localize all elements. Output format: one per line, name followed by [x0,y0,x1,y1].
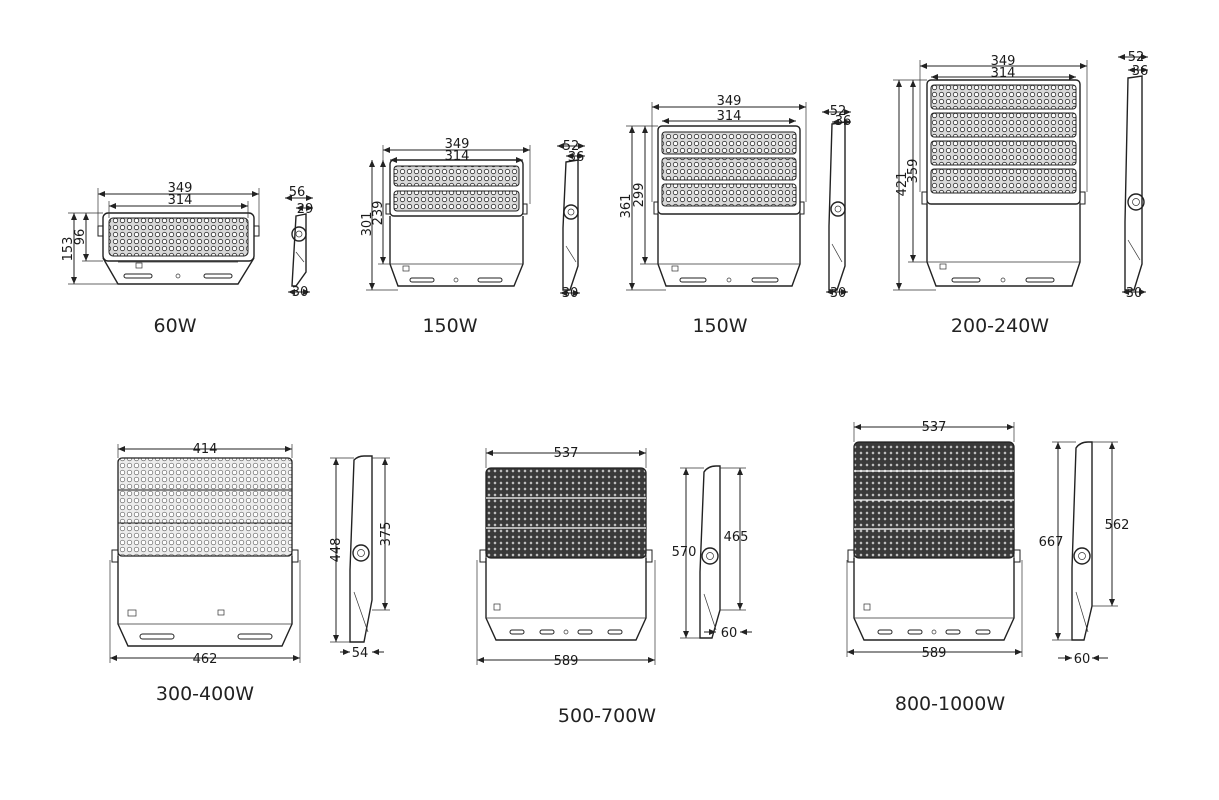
side-view-800-1000w: 667 562 60 [1039,441,1130,667]
side-view-200-240w: 52 36 30 [1118,50,1148,301]
caption-300-400w: 300-400W [156,683,254,705]
dim-200w-side-base: 30 [1126,286,1143,301]
front-view-150w: 349 314 361 299 [619,94,807,291]
dim-60w-side-depth: 29 [297,202,314,217]
caption-800-1000w: 800-1000W [895,693,1005,715]
dim-60w-inner-width: 314 [168,193,193,208]
dim-100w-outer-width: 349 [445,137,470,152]
front-view-500-700w: 537 589 [476,446,656,669]
caption-100w: 150W [422,315,477,337]
dim-200w-side-top: 52 [1128,50,1145,65]
dim-150w-inner-width: 314 [717,109,742,124]
dim-500w-panel-width: 537 [554,446,579,461]
dim-200w-outer-width: 349 [991,54,1016,69]
side-view-500-700w: 570 465 60 [672,465,752,641]
dim-800w-side-panel-height: 562 [1105,518,1130,533]
dim-100w-total-height: 301 [360,212,375,237]
dim-60w-outer-width: 349 [168,181,193,196]
dim-300w-bracket-width: 462 [193,652,218,667]
dim-500w-side-panel-height: 465 [724,530,749,545]
model-60w: 349 314 153 96 56 29 30 60W [61,181,313,337]
dim-500w-side-base: 60 [721,626,738,641]
model-800-1000w: 537 589 667 562 60 800-1000W [846,420,1130,715]
caption-150w: 150W [692,315,747,337]
dim-60w-panel-height: 96 [73,229,88,246]
model-300-400w: 414 462 448 375 54 300-400W [109,442,394,705]
side-view-60w: 56 29 30 [285,185,313,300]
model-500-700w: 537 589 570 465 60 500-700W [476,446,752,727]
dim-100w-side-base: 30 [562,286,579,301]
dim-200w-inner-width: 314 [991,66,1016,81]
dim-150w-total-height: 361 [619,194,634,219]
dim-300w-side-total-height: 448 [329,538,344,563]
dim-300w-side-panel-height: 375 [379,522,394,547]
dim-300w-side-base: 54 [352,646,369,661]
model-150w: 349 314 361 299 52 36 30 150W [619,94,851,337]
caption-60w: 60W [154,315,197,337]
front-view-800-1000w: 537 589 [846,420,1023,661]
dim-100w-side-top: 52 [563,139,580,154]
front-view-60w: 349 314 153 96 [61,181,260,285]
dim-800w-side-base: 60 [1074,652,1091,667]
dim-100w-panel-height: 239 [371,201,386,226]
dim-100w-inner-width: 314 [445,149,470,164]
side-view-150w: 52 36 30 [822,104,851,301]
dim-150w-side-base: 30 [830,286,847,301]
dim-300w-panel-width: 414 [193,442,218,457]
dim-60w-total-height: 153 [61,237,76,262]
dim-150w-panel-height: 299 [632,183,647,208]
front-view-100w: 349 314 301 239 [360,137,531,291]
front-view-200-240w: 349 314 421 359 [893,54,1088,291]
dim-500w-side-total-height: 570 [672,545,697,560]
caption-500-700w: 500-700W [558,705,656,727]
caption-200-240w: 200-240W [951,315,1049,337]
front-view-300-400w: 414 462 [109,442,301,667]
dim-150w-outer-width: 349 [717,94,742,109]
dim-800w-bracket-width: 589 [922,646,947,661]
dim-200w-total-height: 421 [895,172,910,197]
dim-500w-bracket-width: 589 [554,654,579,669]
model-200-240w: 349 314 421 359 52 36 30 200-240W [893,50,1148,337]
dim-60w-side-top: 56 [289,185,306,200]
dim-60w-side-base: 30 [292,285,309,300]
dim-800w-side-total-height: 667 [1039,535,1064,550]
model-100w: 349 314 301 239 52 36 30 150W [360,137,585,337]
side-view-300-400w: 448 375 54 [329,455,394,661]
dim-200w-panel-height: 359 [906,159,921,184]
side-view-100w: 52 36 30 [557,139,585,301]
dim-100w-side-depth: 36 [568,150,585,165]
dim-200w-side-depth: 36 [1132,64,1149,79]
dim-150w-side-top: 52 [830,104,847,119]
dim-150w-side-depth: 36 [835,114,852,129]
dim-800w-panel-width: 537 [922,420,947,435]
